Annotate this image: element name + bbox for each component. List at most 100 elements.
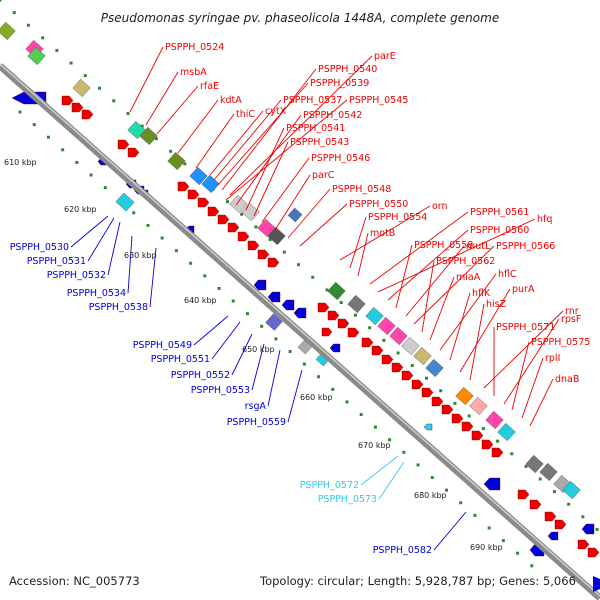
tick-dot — [174, 249, 178, 253]
tick-dot — [530, 564, 534, 568]
protein-feature — [377, 316, 396, 336]
gene-leader-line — [511, 341, 530, 411]
gene-label: PSPPH_0548 — [332, 184, 391, 195]
tick-dot — [353, 313, 357, 317]
accession-text: Accession: NC_005773 — [9, 574, 140, 588]
gene-label: PSPPH_0559 — [227, 417, 286, 428]
tick-dot — [55, 48, 59, 52]
gene-label: PSPPH_0549 — [133, 340, 192, 351]
tick-dot — [240, 212, 244, 216]
protein-feature — [347, 294, 366, 314]
gene-leader-line — [127, 235, 133, 294]
reverse-gene-arrow — [293, 307, 307, 319]
tick-dot — [231, 299, 235, 303]
scale-tick-label: 620 kbp — [64, 205, 97, 214]
tick-dot — [140, 124, 144, 128]
forward-gene-arrow — [587, 547, 600, 558]
forward-gene-arrow — [177, 181, 190, 192]
protein-feature — [413, 346, 432, 366]
gene-leader-line — [369, 211, 469, 285]
tick-dot — [297, 263, 301, 267]
tick-dot — [32, 123, 36, 127]
protein-feature — [167, 151, 186, 171]
forward-gene-arrow — [554, 519, 567, 530]
tick-dot — [154, 137, 158, 141]
gene-label: PSPPH_0550 — [349, 199, 408, 210]
protein-feature — [0, 21, 16, 41]
gene-label: hisZ — [486, 299, 507, 310]
tick-dot — [444, 488, 448, 492]
gene-leader-line — [245, 127, 285, 211]
scale-tick-label: 630 kbp — [124, 251, 157, 260]
reverse-gene-arrow — [547, 531, 559, 541]
gene-leader-line — [177, 99, 219, 154]
tick-dot — [453, 401, 457, 405]
scale-tick-label: 660 kbp — [300, 393, 333, 402]
gene-leader-line — [357, 232, 369, 277]
gene-leader-line — [145, 71, 179, 126]
tick-dot — [331, 387, 335, 391]
gene-label: PSPPH_0532 — [47, 270, 106, 281]
protein-feature — [455, 386, 474, 406]
scale-tick-label: 610 kbp — [4, 158, 37, 167]
protein-feature — [562, 480, 581, 500]
gene-label: PSPPH_0553 — [191, 385, 250, 396]
forward-gene-arrow — [337, 318, 350, 329]
gene-label: rfaE — [200, 81, 219, 92]
protein-feature — [115, 192, 135, 212]
gene-leader-line — [195, 113, 235, 169]
gene-label: PSPPH_0538 — [89, 302, 148, 313]
gene-leader-line — [360, 455, 399, 486]
tick-dot — [402, 450, 406, 454]
protein-feature — [139, 126, 158, 146]
gene-label: PSPPH_0546 — [311, 153, 370, 164]
reverse-gene-arrow — [281, 299, 295, 311]
gene-label: PSPPH_0571 — [496, 322, 555, 333]
tick-dot — [317, 375, 321, 379]
gene-label: purA — [512, 284, 535, 295]
forward-gene-arrow — [451, 413, 464, 424]
tick-dot — [126, 111, 130, 115]
gene-leader-line — [395, 244, 413, 309]
gene-leader-line — [433, 511, 467, 551]
gene-leader-line — [156, 85, 199, 135]
gene-leader-line — [449, 292, 471, 361]
gene-leader-line — [209, 110, 264, 176]
forward-gene-arrow — [217, 214, 230, 225]
forward-gene-arrow — [401, 370, 414, 381]
genome-backbone — [0, 63, 600, 600]
gene-label: PSPPH_0534 — [67, 288, 126, 299]
forward-gene-arrow — [321, 327, 333, 337]
gene-leader-line — [87, 217, 115, 262]
protein-feature — [425, 358, 444, 378]
protein-feature — [229, 194, 248, 214]
gene-label: PSPPH_0572 — [300, 480, 359, 491]
tick-dot — [183, 162, 187, 166]
gene-leader-line — [413, 245, 495, 325]
gene-leader-line — [521, 357, 544, 419]
tick-dot — [487, 526, 491, 530]
gene-label: PSPPH_0531 — [27, 256, 86, 267]
forward-gene-arrow — [327, 310, 340, 321]
gene-leader-line — [483, 310, 564, 389]
gene-leader-line — [459, 288, 511, 373]
tick-dot — [382, 338, 386, 342]
forward-gene-arrow — [81, 109, 94, 120]
forward-gene-arrow — [421, 387, 434, 398]
protein-feature — [389, 326, 408, 346]
gene-label: PSPPH_0541 — [286, 123, 345, 134]
tick-dot — [83, 74, 87, 78]
protein-feature — [72, 78, 91, 98]
tick-dot — [396, 351, 400, 355]
forward-gene-arrow — [257, 249, 270, 260]
tick-dot — [567, 502, 571, 506]
protein-feature — [539, 462, 558, 482]
tick-dot — [98, 86, 102, 90]
gene-label: mutL — [466, 241, 491, 252]
reverse-gene-arrow — [267, 291, 281, 303]
gene-label: parE — [374, 51, 396, 62]
forward-gene-arrow — [431, 396, 444, 407]
gene-leader-line — [287, 188, 331, 239]
gene-leader-line — [378, 461, 405, 500]
